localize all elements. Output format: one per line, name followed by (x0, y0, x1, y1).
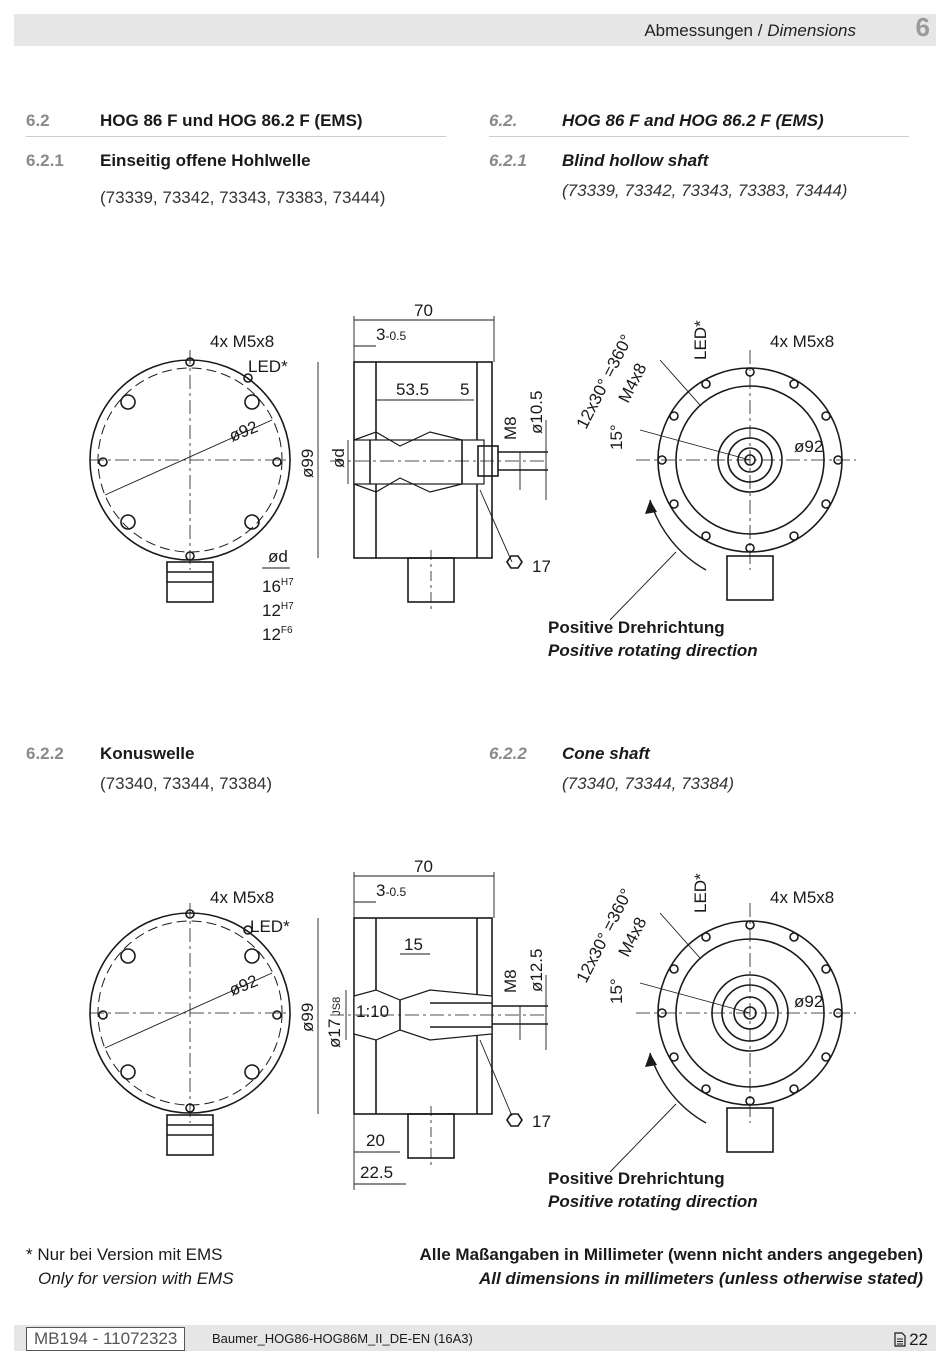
side2-step-label: 3-0.5 (376, 881, 406, 900)
front1-thread-label: 4x M5x8 (210, 332, 274, 351)
rear2-dia-label: ø92 (794, 992, 823, 1011)
wrench-size-icon (506, 555, 523, 569)
rear2-15-label: 15° (607, 978, 626, 1004)
sub1-title-en: Blind hollow shaft (562, 151, 709, 170)
wrench1-label: 17 (532, 557, 551, 576)
wrench2-label: 17 (532, 1112, 551, 1131)
side1-bore-label: ød (329, 448, 348, 468)
sub1-variants-de: (73339, 73342, 73343, 73383, 73444) (100, 188, 386, 207)
front1-led-label: LED* (248, 357, 288, 376)
front1-d-label: ød (268, 547, 288, 566)
wrench-size-icon (506, 1113, 523, 1127)
side2-length-label: 70 (414, 857, 433, 876)
sub2-variants-de: (73340, 73344, 73384) (100, 774, 273, 793)
sub2-variants-en: (73340, 73344, 73384) (562, 774, 735, 793)
side2-15-label: 15 (404, 935, 423, 954)
section-rule-en (489, 136, 909, 137)
section-title-en: HOG 86 F and HOG 86.2 F (EMS) (562, 111, 824, 130)
header-title: Abmessungen / Dimensions (644, 21, 856, 41)
side2-m8-label: M8 (501, 969, 520, 993)
front2-screw-icon (244, 1064, 260, 1080)
front2-screw-icon (244, 948, 260, 964)
side1-length-label: 70 (414, 301, 433, 320)
front1-screw-icon (120, 394, 136, 410)
side1-body-dia-label: ø99 (298, 449, 317, 478)
drawing1-geometry (89, 316, 856, 621)
side2-20-label: 20 (366, 1131, 385, 1150)
sub2-title-en: Cone shaft (562, 744, 650, 763)
section-rule-de (26, 136, 446, 137)
sub2-title-de: Konuswelle (100, 744, 195, 763)
front1-d-opt1: 16H7 (262, 577, 294, 596)
document-icon (894, 1332, 906, 1347)
front2-led-label: LED* (250, 917, 290, 936)
rear1-connector-icon (726, 555, 774, 601)
sub2-number-de: 6.2.2 (26, 744, 64, 763)
section-title-de: HOG 86 F und HOG 86.2 F (EMS) (100, 111, 363, 130)
rear1-thread2-label: 4x M5x8 (770, 332, 834, 351)
side2-cone-dia-label: ø17JS8 (325, 997, 344, 1048)
sub1-title-de: Einseitig offene Hohlwelle (100, 151, 311, 170)
side2-body-dia-label: ø99 (298, 1003, 317, 1032)
sub1-variants-en: (73339, 73342, 73343, 73383, 73444) (562, 181, 848, 200)
side2-dia125-label: ø12.5 (527, 949, 546, 992)
sub1-number-de: 6.2.1 (26, 151, 64, 170)
rear2-thread2-label: 4x M5x8 (770, 888, 834, 907)
rear2-led-label: LED* (691, 873, 710, 913)
sub1-number-en: 6.2.1 (489, 151, 527, 170)
document-file-name: Baumer_HOG86-HOG86M_II_DE-EN (16A3) (212, 1331, 473, 1346)
side2-225-label: 22.5 (360, 1163, 393, 1182)
rear1-dia-label: ø92 (794, 437, 823, 456)
front1-d-opt2: 12H7 (262, 601, 294, 620)
side2-taper-label: 1:10 (356, 1002, 389, 1021)
rear2-connector-icon (726, 1107, 774, 1153)
section-number-de: 6.2 (26, 111, 50, 130)
page-number-value: 22 (909, 1330, 928, 1349)
front1-screw-icon (244, 514, 260, 530)
rot2-de-label: Positive Drehrichtung (548, 1169, 725, 1188)
chapter-number: 6 (915, 12, 930, 42)
side1-5-label: 5 (460, 380, 469, 399)
front2-screw-icon (120, 948, 136, 964)
side1-step-label: 3-0.5 (376, 325, 406, 344)
front1-screw-icon (120, 514, 136, 530)
units-note-en: All dimensions in millimeters (unless ot… (478, 1269, 923, 1288)
header-bar (14, 14, 936, 46)
rear1-led-label: LED* (691, 320, 710, 360)
page-number: 22 (894, 1330, 928, 1350)
document-number: MB194 - 11072323 (26, 1327, 186, 1351)
units-note-de: Alle Maßangaben in Millimeter (wenn nich… (419, 1245, 923, 1264)
side1-depth-label: 53.5 (396, 380, 429, 399)
side1-m8-label: M8 (501, 416, 520, 440)
rot2-en-label: Positive rotating direction (548, 1192, 758, 1211)
section-number-en: 6.2. (489, 111, 518, 130)
front2-thread-label: 4x M5x8 (210, 888, 274, 907)
header-title-en: Dimensions (767, 21, 856, 40)
sub2-number-en: 6.2.2 (489, 744, 527, 763)
drawing2-geometry (89, 872, 856, 1190)
drawing2-labels: 4x M5x8 LED* ø92 70 3-0.5 15 ø99 ø17JS8 … (210, 857, 834, 1211)
ems-note-de: * Nur bei Version mit EMS (26, 1245, 223, 1264)
ems-note-en: Only for version with EMS (38, 1269, 234, 1288)
front1-screw-icon (244, 394, 260, 410)
front1-d-opt3: 12F6 (262, 625, 293, 644)
front2-screw-icon (120, 1064, 136, 1080)
side1-dia105-label: ø10.5 (527, 391, 546, 434)
front2-dia-label: ø92 (226, 971, 260, 1000)
rot1-en-label: Positive rotating direction (548, 641, 758, 660)
rear1-15-label: 15° (607, 424, 626, 450)
rot1-de-label: Positive Drehrichtung (548, 618, 725, 637)
header-title-de: Abmessungen / (644, 21, 768, 40)
